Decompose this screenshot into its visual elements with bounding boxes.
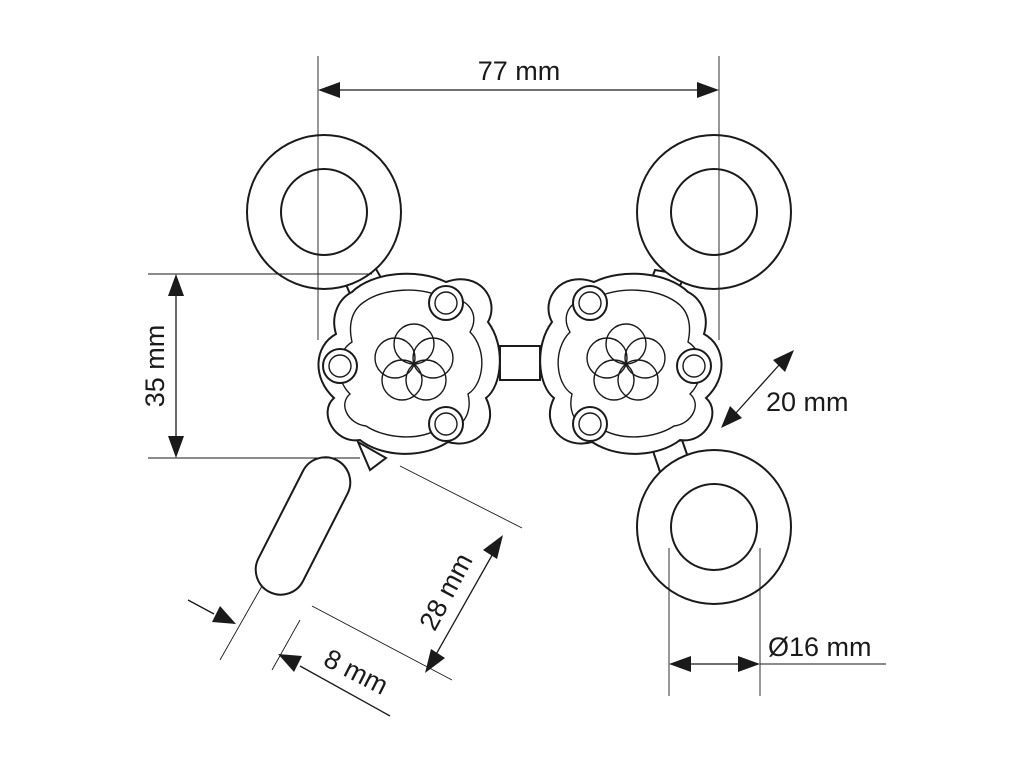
left-plate	[317, 272, 501, 455]
top-left-ring	[246, 134, 402, 296]
center-bridge	[499, 345, 541, 381]
dim-spacing: 20 mm	[721, 350, 849, 428]
dim-height: 35 mm	[140, 273, 372, 459]
dim-slot-width: 8 mm	[187, 585, 393, 717]
dim-width-label: 77 mm	[478, 56, 561, 86]
dim-height-label: 35 mm	[140, 325, 170, 408]
dim-ring-diameter: Ø16 mm	[668, 548, 886, 696]
dim-slot-width-label: 8 mm	[319, 643, 393, 700]
dim-spacing-label: 20 mm	[766, 387, 849, 417]
top-right-ring	[636, 134, 792, 298]
dim-width: 77 mm	[317, 56, 720, 340]
dim-ring-diameter-label: Ø16 mm	[768, 632, 872, 662]
right-plate	[539, 272, 723, 455]
bottom-right-ring	[636, 438, 792, 605]
handle-slot	[254, 439, 388, 596]
dim-slot-length-label: 28 mm	[413, 548, 478, 635]
